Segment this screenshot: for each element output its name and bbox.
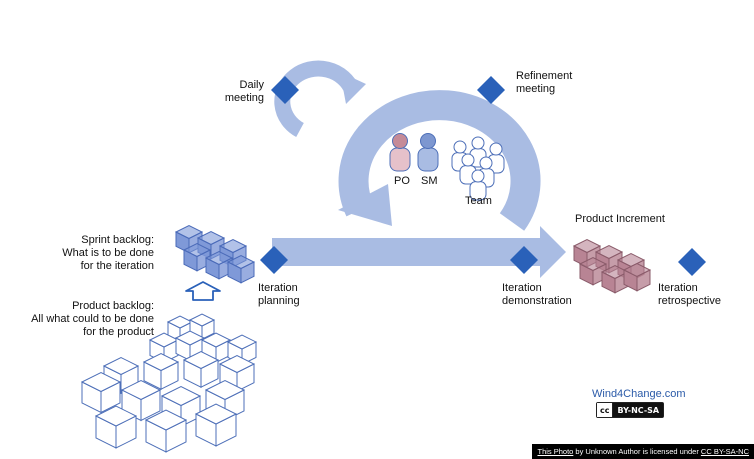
license-link[interactable]: CC BY-SA-NC <box>700 447 749 456</box>
person-head <box>479 156 493 170</box>
main-flow-shaft <box>272 238 544 266</box>
person-head <box>453 140 467 154</box>
cube-top-face <box>182 350 220 370</box>
product-backlog-label: Product backlog:All what could to be don… <box>31 300 154 338</box>
cube-top-face <box>226 334 258 350</box>
product-increment-label: Product Increment <box>575 213 665 225</box>
cube-top-face <box>144 409 188 431</box>
cube-top-face <box>572 238 602 254</box>
flow-arrows <box>185 60 566 301</box>
photo-link[interactable]: This Photo <box>537 447 574 456</box>
cube-top-face <box>226 254 256 270</box>
cube-top-face <box>594 244 624 260</box>
cube-icon <box>80 371 122 414</box>
cube-top-face <box>218 354 256 374</box>
cube-icon <box>166 315 194 343</box>
attribution-text: by Unknown Author is licensed under <box>573 447 701 456</box>
person-head <box>471 136 485 150</box>
cube-top-face <box>80 371 122 393</box>
person-icon <box>389 133 411 172</box>
milestones <box>260 76 706 276</box>
cube-icon <box>218 354 256 393</box>
cube-icon <box>144 409 188 453</box>
person-head <box>420 133 436 149</box>
daily-loop-arrowhead <box>340 72 366 104</box>
person-head <box>461 153 475 167</box>
cube-top-face <box>94 405 138 427</box>
diamond-milestone-icon <box>477 76 505 104</box>
person-body <box>389 147 411 172</box>
team-label: Team <box>465 195 492 207</box>
cube-top-face <box>188 313 216 327</box>
up-arrow-icon <box>185 281 221 301</box>
cc-license-text: BY-NC-SA <box>613 403 664 417</box>
diamond-milestone-icon <box>510 246 538 274</box>
diamond-milestone-icon <box>271 76 299 104</box>
cube-top-face <box>174 330 206 346</box>
sprint-cycle-arrow <box>338 90 541 231</box>
cube-stacks <box>80 224 652 453</box>
main-flow-arrowhead <box>540 226 566 278</box>
people-group <box>389 133 505 201</box>
cube-top-face <box>160 385 202 407</box>
cube-icon <box>182 350 220 389</box>
diamond-milestone-icon <box>260 246 288 274</box>
cube-top-face <box>578 256 608 272</box>
cc-icon: cc <box>597 403 614 417</box>
person-head <box>392 133 408 149</box>
daily-loop-arrow <box>274 60 360 138</box>
person-icon <box>459 153 477 185</box>
cube-top-face <box>194 403 238 425</box>
watermark-site: Wind4Change.com <box>592 388 686 400</box>
person-head <box>471 169 485 183</box>
cube-top-face <box>204 379 246 401</box>
person-body <box>417 147 439 172</box>
cube-top-face <box>120 379 162 401</box>
sm-label: SM <box>421 175 438 187</box>
sprint-cycle-arrowhead <box>338 184 392 226</box>
cube-top-face <box>218 238 248 254</box>
cube-top-face <box>622 262 652 278</box>
attribution-bar: This Photo by Unknown Author is licensed… <box>532 444 754 459</box>
cube-icon <box>94 405 138 449</box>
cube-top-face <box>196 230 226 246</box>
cube-icon <box>194 403 238 447</box>
person-icon <box>417 133 439 172</box>
cube-icon <box>200 332 232 364</box>
cube-icon <box>142 352 180 391</box>
cube-icon <box>226 254 256 284</box>
cube-top-face <box>200 332 232 348</box>
cube-top-face <box>174 224 204 240</box>
cube-top-face <box>142 352 180 372</box>
cube-icon <box>622 262 652 292</box>
diamond-milestone-icon <box>678 248 706 276</box>
po-label: PO <box>394 175 410 187</box>
cube-top-face <box>182 242 212 258</box>
person-icon <box>469 169 487 201</box>
cube-top-face <box>204 250 234 266</box>
cc-license-badge: cc BY-NC-SA <box>596 402 665 418</box>
cube-top-face <box>102 356 140 376</box>
person-head <box>489 142 503 156</box>
